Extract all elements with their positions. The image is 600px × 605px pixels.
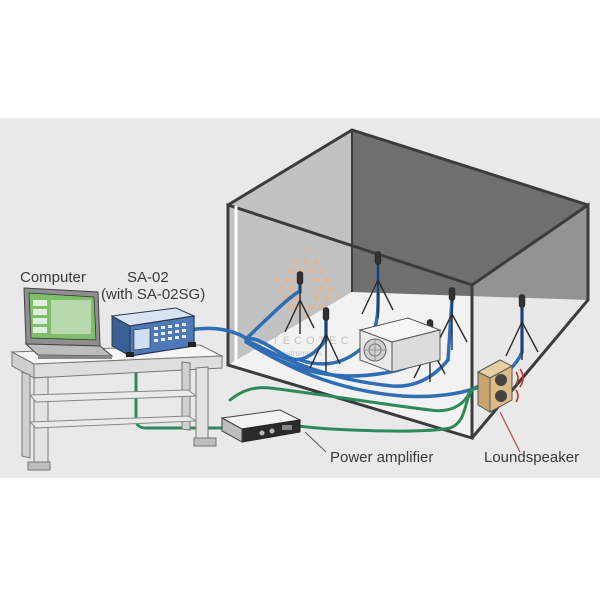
power-amplifier-label: Power amplifier bbox=[330, 449, 433, 466]
air-conditioner-unit bbox=[358, 317, 442, 373]
sa02-label: SA-02 bbox=[127, 269, 169, 286]
sa02-analyzer bbox=[110, 307, 196, 357]
tripod-2 bbox=[309, 307, 341, 372]
watermark-subtext: Instruments bbox=[280, 349, 322, 358]
laptop-computer bbox=[23, 287, 114, 359]
amplifier-leader-line bbox=[304, 431, 327, 453]
computer-label: Computer bbox=[20, 269, 86, 286]
tripod-3 bbox=[361, 251, 394, 318]
tripod-6 bbox=[505, 294, 539, 360]
loudspeaker-label: Loundspeaker bbox=[484, 449, 579, 466]
tripod-1 bbox=[284, 271, 315, 334]
watermark-logo: TECOTEC Instruments bbox=[272, 247, 353, 358]
loudspeaker-leader-line bbox=[499, 411, 521, 453]
room-back-wall bbox=[352, 130, 588, 300]
sa02sg-label: (with SA-02SG) bbox=[101, 286, 205, 303]
speaker-driver-top-icon bbox=[495, 374, 507, 386]
room-right-frame bbox=[470, 202, 590, 439]
speaker-driver-bottom-icon bbox=[495, 390, 507, 402]
power-amplifier-device bbox=[220, 409, 302, 443]
watermark-text: TECOTEC bbox=[272, 335, 353, 347]
sa02-display bbox=[133, 327, 151, 351]
loudspeaker-device bbox=[476, 359, 524, 413]
